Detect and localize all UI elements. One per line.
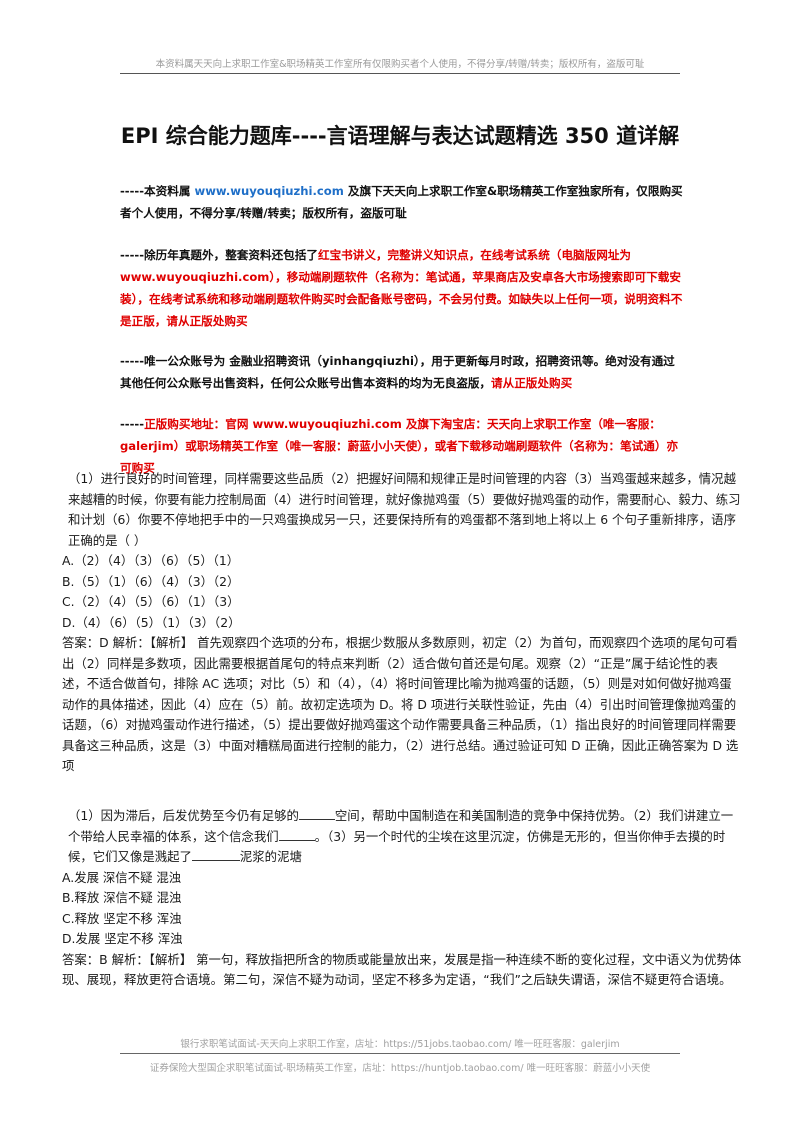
stem-part: 空间，帮助中国制造在和美国制造的竞争中保持优势。（2）我们讲建立一个带给人民幸福… [68, 808, 734, 844]
notice-text: -----本资料属 [120, 184, 195, 198]
stem-part: 。（3）另一个时代的尘埃在这里沉淀，仿佛是无形的，但当你伸手去摸的时候，它们又像… [68, 828, 726, 865]
option-b: B.释放 深信不疑 混浊 [62, 890, 182, 905]
official-account-notice: -----唯一公众账号为 金融业招聘资讯（yinhangqiuzhi），用于更新… [120, 350, 685, 394]
question-stem: （1）进行良好的时间管理，同样需要这些品质（2）把握好间隔和规律正是时间管理的内… [68, 471, 741, 548]
option-b: B.（5）（1）（6）（4）（3）（2） [62, 573, 240, 589]
answer-explanation: 答案：B 解析：【解析】 第一句，释放指把所含的物质或能量放出来，发展是指一种连… [62, 951, 742, 988]
header-copyright-note: 本资料属天天向上求职工作室&职场精英工作室所有仅限购买者个人使用，不得分享/转赠… [155, 59, 645, 70]
question-1: （1）进行良好的时间管理，同样需要这些品质（2）把握好间隔和规律正是时间管理的内… [62, 469, 742, 777]
notice-text: -----除历年真题外，整套资料还包括了 [120, 248, 318, 262]
notice-text: -----唯一公众账号为 金融业招聘资讯（yinhangqiuzhi），用于更新… [120, 354, 675, 390]
notice-highlight: 正版购买地址：官网 www.wuyouqiuzhi.com 及旗下淘宝店：天天向… [120, 417, 679, 475]
fill-blank [278, 828, 315, 841]
option-a: A.发展 深信不疑 混浊 [62, 869, 182, 885]
footer-divider [120, 1053, 680, 1054]
copyright-notice: -----本资料属 www.wuyouqiuzhi.com 及旗下天天向上求职工… [120, 180, 685, 224]
purchase-notice: -----正版购买地址：官网 www.wuyouqiuzhi.com 及旗下淘宝… [120, 413, 685, 479]
header-divider [120, 73, 680, 74]
option-c: C.（2）（4）（5）（6）（1）（3） [62, 594, 240, 609]
option-c: C.释放 坚定不移 浑浊 [62, 910, 182, 926]
question-stem: （1）因为滞后，后发优势至今仍有足够的空间，帮助中国制造在和美国制造的竞争中保持… [62, 806, 742, 868]
notice-highlight: 请从正版处购买 [491, 376, 573, 390]
stem-part: （1）因为滞后，后发优势至今仍有足够的 [68, 808, 299, 823]
website-link[interactable]: www.wuyouqiuzhi.com [194, 184, 344, 198]
answer-explanation: 答案：D 解析：【解析】 首先观察四个选项的分布，根据少数服从多数原则，初定（2… [62, 635, 739, 773]
footer-shop-1: 银行求职笔试面试-天天向上求职工作室，店址：https://51jobs.tao… [180, 1039, 620, 1050]
option-d: D.发展 坚定不移 浑浊 [62, 931, 183, 946]
notice-text: 及旗下天天向上求职工作室&职场精英工作室独家所有，仅限购买者个人使用，不得分享/… [120, 184, 683, 220]
footer-shop-2: 证券保险大型国企求职笔试面试-职场精英工作室，店址：https://huntjo… [149, 1063, 651, 1074]
stem-part: 泥浆的泥塘 [239, 849, 302, 864]
notice-text: ----- [120, 417, 145, 431]
fill-blank [191, 848, 240, 861]
document-title: EPI 综合能力题库----言语理解与表达试题精选 350 道详解 [120, 124, 680, 148]
materials-notice: -----除历年真题外，整套资料还包括了红宝书讲义，完整讲义知识点，在线考试系统… [120, 244, 685, 332]
question-2: （1）因为滞后，后发优势至今仍有足够的空间，帮助中国制造在和美国制造的竞争中保持… [62, 806, 742, 991]
notice-highlight: 红宝书讲义，完整讲义知识点，在线考试系统（电脑版网址为 www.wuyouqiu… [120, 248, 683, 328]
option-a: A.（2）（4）（3）（6）（5）（1） [62, 553, 240, 568]
option-d: D.（4）（6）（5）（1）（3）（2） [62, 614, 241, 630]
fill-blank [298, 807, 335, 820]
